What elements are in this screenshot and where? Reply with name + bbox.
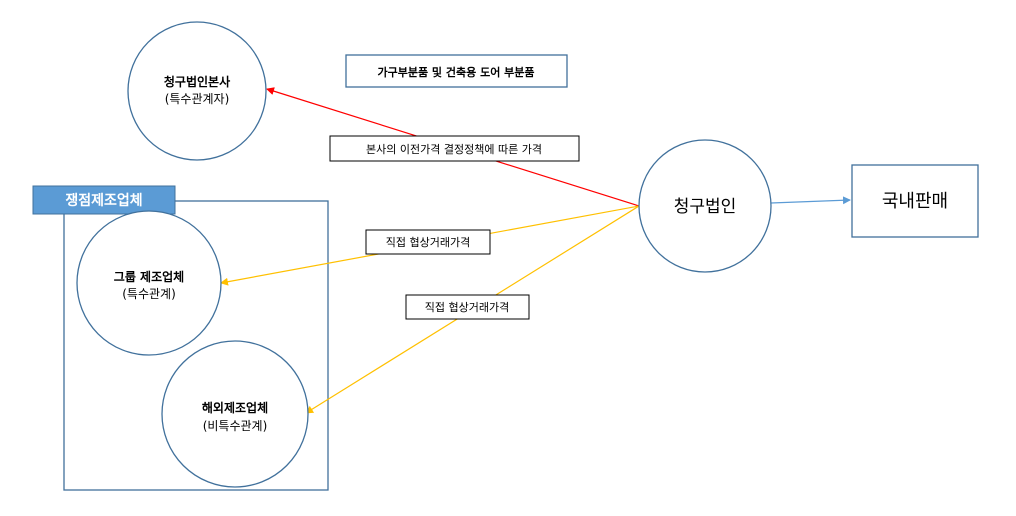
domestic-sales-box [851,164,979,238]
claimant-node [638,139,772,273]
group-maker-node-subtitle: (특수관계) [122,287,176,301]
hq-node-title: 청구법인본사 [164,74,230,89]
overseas-maker-node-subtitle: (비특수관계) [203,419,268,433]
group-maker-node [76,210,222,356]
competitor-group-tab [32,185,176,215]
product-box-label: 가구부분품 및 건축용 도어 부분품 [378,65,535,79]
group-maker-node-title: 그룹 제조업체 [114,269,184,284]
direct-price-label-2: 직접 협상거래가격 [425,301,509,314]
overseas-maker-node [161,340,309,488]
hq-price-label: 본사의 이전가격 결정정책에 따른 가격 [366,143,542,156]
domestic-sales-label: 국내판매 [882,191,948,212]
product-box [345,54,568,88]
hq-node [127,21,267,161]
direct-price-label-box-2 [405,294,530,320]
direct-price-label-box-1 [365,229,491,255]
domestic-sales-arrow [770,196,851,205]
claimant-node-title: 청구법인 [674,197,737,217]
competitor-group-frame [63,200,329,491]
hq-price-label-box [329,135,580,162]
direct-price-label-1: 직접 협상거래가격 [386,236,470,249]
competitor-group-label: 쟁점제조업체 [65,192,142,209]
overseas-maker-node-title: 해외제조업체 [202,400,268,415]
hq-node-subtitle: (특수관계자) [165,92,230,106]
